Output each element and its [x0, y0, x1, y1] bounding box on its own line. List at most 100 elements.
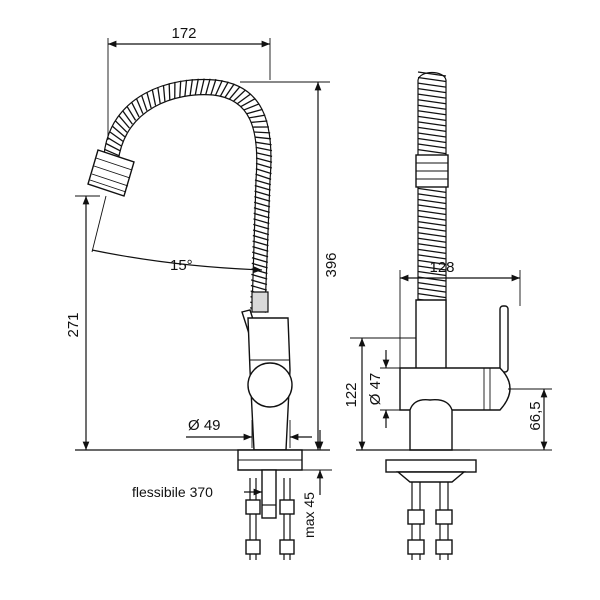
spring-coil: [251, 262, 268, 269]
spring-coil: [251, 257, 269, 263]
spring-coil: [233, 89, 247, 102]
spring-coil: [168, 83, 171, 100]
spring-coil: [162, 84, 166, 102]
spring-coil: [252, 251, 269, 258]
spring-coil: [210, 78, 217, 96]
dim-front-diameter-label: Ø 47: [367, 373, 384, 406]
dim-depth-label: 128: [429, 259, 454, 276]
spring-coil: [146, 91, 152, 109]
spring-coil: [122, 110, 133, 125]
spring-coil: [255, 162, 273, 169]
spring-coil: [157, 86, 161, 104]
spring-coil: [255, 168, 272, 175]
spring-coil: [417, 110, 447, 116]
dim-angle-label: 15°: [170, 257, 193, 274]
spring-coil: [118, 115, 130, 129]
spring-coil: [184, 79, 188, 97]
spring-coil: [417, 248, 447, 254]
dim-reach-label: 172: [171, 25, 196, 42]
spring-coil: [417, 198, 447, 205]
spray-head: [87, 149, 135, 197]
spring-coil: [224, 83, 235, 98]
spring-coil: [246, 108, 263, 115]
spring-coil: [254, 179, 272, 186]
spring-coil: [417, 71, 447, 77]
spring-coil: [179, 80, 182, 98]
spring-coil: [109, 131, 124, 142]
front-view: 128 122 Ø 47 66,5: [343, 71, 552, 560]
faucet-body: [247, 317, 293, 451]
spring-coil: [253, 131, 271, 134]
spring-coil: [417, 126, 447, 133]
spring-coil: [417, 293, 447, 299]
spring-coil: [106, 136, 122, 147]
spring-coil: [255, 141, 272, 146]
spring-coil: [219, 81, 229, 97]
spring-coil: [417, 82, 447, 88]
mounting-shank: [245, 469, 295, 560]
spring-coil: [194, 78, 199, 96]
spring-coil: [135, 98, 144, 114]
spring-coil: [417, 137, 447, 144]
spring-coil: [105, 142, 121, 152]
dim-body-diameter-label: Ø 49: [188, 417, 221, 434]
spring-coil: [126, 105, 137, 121]
spring-coil: [205, 78, 211, 95]
spring-coil: [254, 184, 271, 191]
spring-coil: [228, 86, 241, 100]
spring-coil: [417, 243, 447, 249]
spring-coil: [417, 209, 447, 216]
spring-coil: [417, 215, 447, 221]
spring-coil: [417, 254, 447, 260]
spring-coil: [417, 104, 447, 110]
spring-coil: [140, 94, 148, 111]
spring-coil: [253, 212, 270, 219]
spring-coil: [417, 121, 447, 127]
spring-coil: [199, 78, 205, 95]
spring-coil: [417, 281, 447, 288]
spring-coil: [417, 93, 447, 99]
spring-coil: [250, 284, 267, 291]
spring-coil: [252, 229, 270, 236]
spring-coil: [417, 287, 447, 293]
spring-coil: [417, 87, 447, 94]
dim-outlet-height-label: 66,5: [527, 401, 544, 430]
spring-coil: [151, 89, 157, 106]
spring-coil: [417, 226, 447, 232]
spring-coil: [255, 157, 273, 163]
spring-coils: [103, 78, 273, 313]
spring-coil: [417, 237, 447, 243]
angle-arc: [91, 249, 263, 274]
spring-coil: [237, 93, 252, 105]
spring-coil: [417, 99, 447, 105]
spring-coil: [252, 240, 269, 247]
spring-coil: [254, 136, 272, 140]
spring-coil: [250, 120, 268, 124]
dim-max-deck-label: max 45: [301, 492, 317, 538]
spring-coil: [254, 196, 271, 202]
spring-coil: [253, 223, 270, 230]
spring-coil: [240, 98, 256, 108]
mounting-shank-front: [407, 482, 453, 560]
spring-hose: [103, 78, 273, 313]
spring-coil: [253, 207, 270, 213]
spring-coil: [417, 187, 447, 194]
spring-coil: [130, 101, 140, 118]
spring-coil: [417, 193, 447, 199]
spring-coil: [417, 220, 447, 227]
spring-coil: [417, 76, 447, 83]
spring-coil: [253, 201, 271, 208]
spring-coil: [103, 148, 120, 157]
dim-spout-height-label: 271: [65, 312, 82, 337]
spring-coil: [189, 79, 194, 96]
spring-coil: [417, 115, 447, 121]
spring-coil: [250, 279, 268, 286]
hose-label: flessibile 370: [132, 484, 213, 500]
side-view: 172 15°: [65, 25, 340, 560]
spring-coil: [417, 265, 447, 271]
dim-body-height-label: 122: [343, 382, 360, 407]
spring-coil: [417, 232, 447, 238]
spring-coil: [243, 103, 260, 111]
spring-coil: [417, 204, 447, 210]
